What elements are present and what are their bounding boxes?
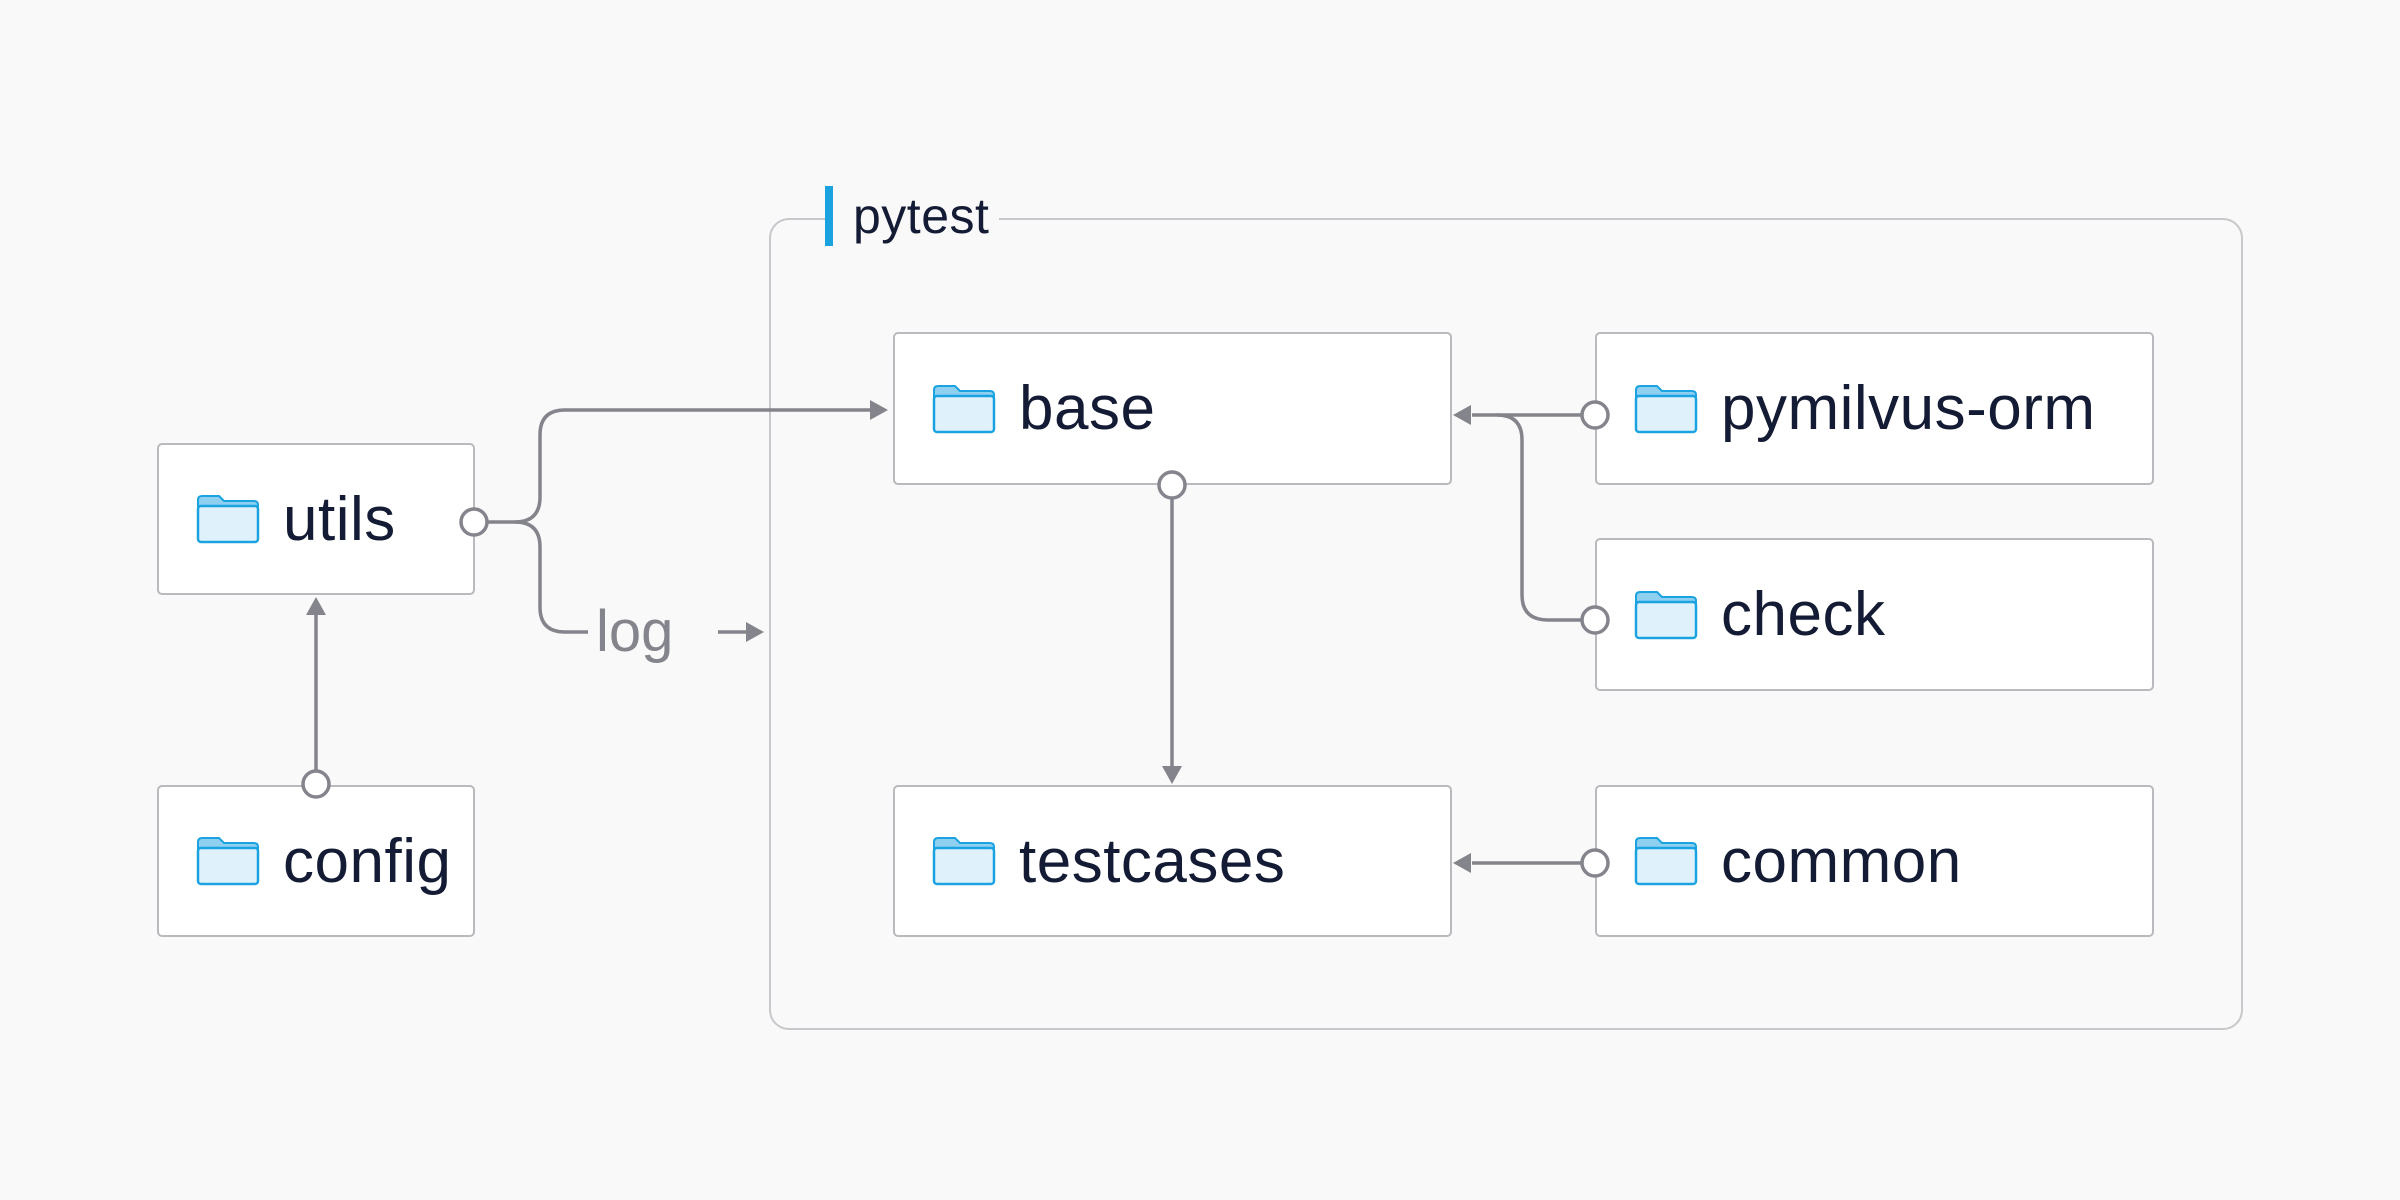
arrow-head [870, 400, 888, 420]
node-label: check [1721, 580, 1886, 649]
node-label: testcases [1019, 826, 1286, 896]
node-label: common [1721, 826, 1962, 896]
node-check[interactable]: check [1595, 538, 2154, 691]
group-accent-bar [825, 186, 833, 246]
edge-utils-base [488, 408, 872, 524]
group-label: pytest [853, 188, 990, 244]
arrow-head [1162, 766, 1182, 784]
arrow-head [306, 597, 326, 615]
folder-icon [1634, 384, 1698, 433]
node-base[interactable]: base [893, 332, 1452, 485]
edge-check-base [1496, 413, 1582, 622]
folder-icon [932, 384, 996, 433]
edge-utils-log [514, 520, 588, 634]
folder-icon [932, 837, 996, 886]
folder-icon [196, 837, 260, 886]
folder-icon [1634, 837, 1698, 886]
node-pymilvus-orm[interactable]: pymilvus-orm [1595, 332, 2154, 485]
node-label: pymilvus-orm [1721, 374, 2096, 443]
node-label: config [283, 826, 452, 896]
connector-port [1157, 470, 1187, 500]
connector-port [1580, 848, 1610, 878]
node-config[interactable]: config [157, 785, 475, 937]
folder-icon [1634, 590, 1698, 639]
connector-port [301, 769, 331, 799]
node-testcases[interactable]: testcases [893, 785, 1452, 937]
node-label: utils [283, 484, 396, 554]
connector-port [459, 507, 489, 537]
edge-label-log: log [596, 598, 674, 664]
node-common[interactable]: common [1595, 785, 2154, 937]
node-label: base [1019, 374, 1156, 443]
pytest-group-header: pytest [825, 186, 1000, 246]
connector-port [1580, 400, 1610, 430]
arrow-head [746, 622, 764, 642]
folder-icon [196, 495, 260, 544]
connector-port [1580, 605, 1610, 635]
arrow-head [1453, 405, 1471, 425]
pytest-group-frame [769, 218, 2243, 1030]
arrow-head [1453, 853, 1471, 873]
